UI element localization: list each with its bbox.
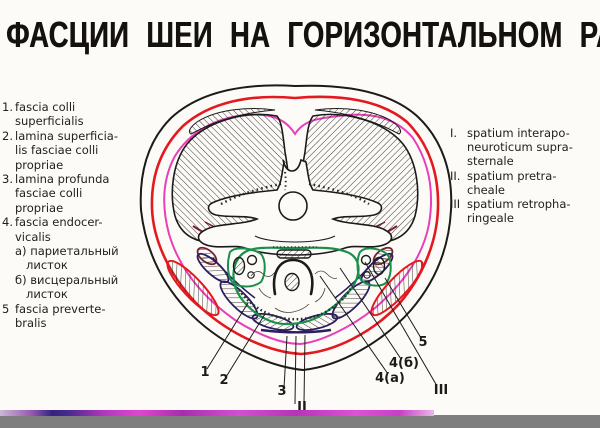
legend-line: 1.fascia colli: [2, 100, 76, 114]
leader-line-III: [364, 261, 438, 387]
legend-line: 3.lamina profunda: [2, 172, 110, 187]
legend-line: propriae: [15, 157, 64, 172]
legend-line: листок: [26, 258, 68, 273]
vagus-nerve-left: [247, 271, 255, 279]
leader-line-5: [384, 277, 422, 339]
airway: [284, 272, 300, 292]
legend-line: II.spatium pretra-: [450, 168, 557, 183]
legend-line: листок: [26, 287, 68, 302]
bone-stipple: [284, 171, 287, 191]
spinal-canal: [278, 191, 308, 221]
label-2: 2: [219, 373, 228, 388]
endocervical-compartment: [226, 246, 392, 326]
thyroid-gland-texture: [250, 270, 338, 313]
legend-line: propriae: [15, 200, 64, 215]
legend-line: a) париетальный: [15, 244, 119, 259]
vagus-nerve-right: [363, 271, 371, 279]
legend-line: fasciae colli: [15, 186, 83, 201]
leader-line-3: [283, 335, 288, 389]
legend-line: cheale: [467, 182, 506, 197]
deep-neck-muscles: [196, 252, 394, 334]
legend-right: I.spatium interapo- neuroticum supra- st…: [450, 126, 600, 225]
superficial-fascia-red: [150, 95, 440, 356]
legend-line: lis fasciae colli: [15, 143, 99, 158]
vertebra: [197, 158, 393, 256]
jugular-vein-left: [232, 256, 246, 276]
label-5: 5: [418, 335, 427, 350]
endocervical-fascia-green: [232, 246, 360, 326]
scan-artifact-bar: [0, 415, 600, 428]
thyroid-cartilage: [272, 258, 314, 296]
carotid-artery-left: [246, 254, 258, 266]
neck-cross-section-diagram: 1 2 3 II 4(a) 4(б) 5 III: [139, 84, 453, 415]
legend-line: б) висцеральный: [15, 272, 119, 287]
scm-muscle-left: [166, 259, 220, 317]
leader-line-II: [294, 335, 297, 405]
green-stipple: [238, 287, 353, 321]
leader-line-2: [225, 313, 266, 378]
label-4b: 4(б): [389, 356, 419, 371]
leader-line-1: [206, 302, 249, 370]
leader-line-4b: [339, 267, 402, 360]
label-III: III: [434, 383, 449, 398]
legend-line: sternale: [467, 154, 514, 169]
legend-line: I.spatium interapo-: [450, 126, 570, 140]
leader-line-4a: [319, 275, 389, 375]
legend-line: ringeale: [467, 211, 514, 226]
carotid-sheath-left: [226, 247, 266, 288]
scm-muscle-right: [370, 259, 424, 317]
legend-line: superficialis: [15, 114, 84, 129]
legend-line: vicalis: [15, 229, 51, 244]
legend-line: bralis: [15, 316, 47, 331]
muscle-slip-right: [314, 108, 402, 135]
bone-stipple: [220, 182, 282, 206]
page-title: ФАСЦИИ ШЕИ НА ГОРИЗОНТАЛЬНОМ РАСПИЛЕ: [6, 14, 600, 55]
label-4a: 4(a): [375, 371, 405, 386]
legend-left: 1.fascia colli superficialis 2.lamina su…: [2, 100, 154, 331]
jugular-vein-right: [372, 256, 386, 276]
legend-line: 4.fascia endocer-: [2, 215, 103, 230]
scan-artifact-streak: [0, 410, 434, 416]
muscle-slip-left: [188, 108, 276, 135]
leader-lines: [206, 261, 438, 405]
label-II: II: [297, 400, 307, 415]
leader-line-II: [303, 334, 306, 404]
label-1: 1: [200, 365, 209, 380]
strap-muscle-right: [295, 313, 339, 331]
skin-contour: [139, 84, 453, 372]
esophagus: [276, 249, 312, 259]
legend-line: neuroticum supra-: [467, 140, 573, 155]
bone-stipple: [308, 182, 370, 206]
legend-line: 2.lamina superficia-: [2, 128, 118, 143]
label-3: 3: [277, 384, 286, 399]
fascia-propria-pink: [163, 113, 432, 346]
